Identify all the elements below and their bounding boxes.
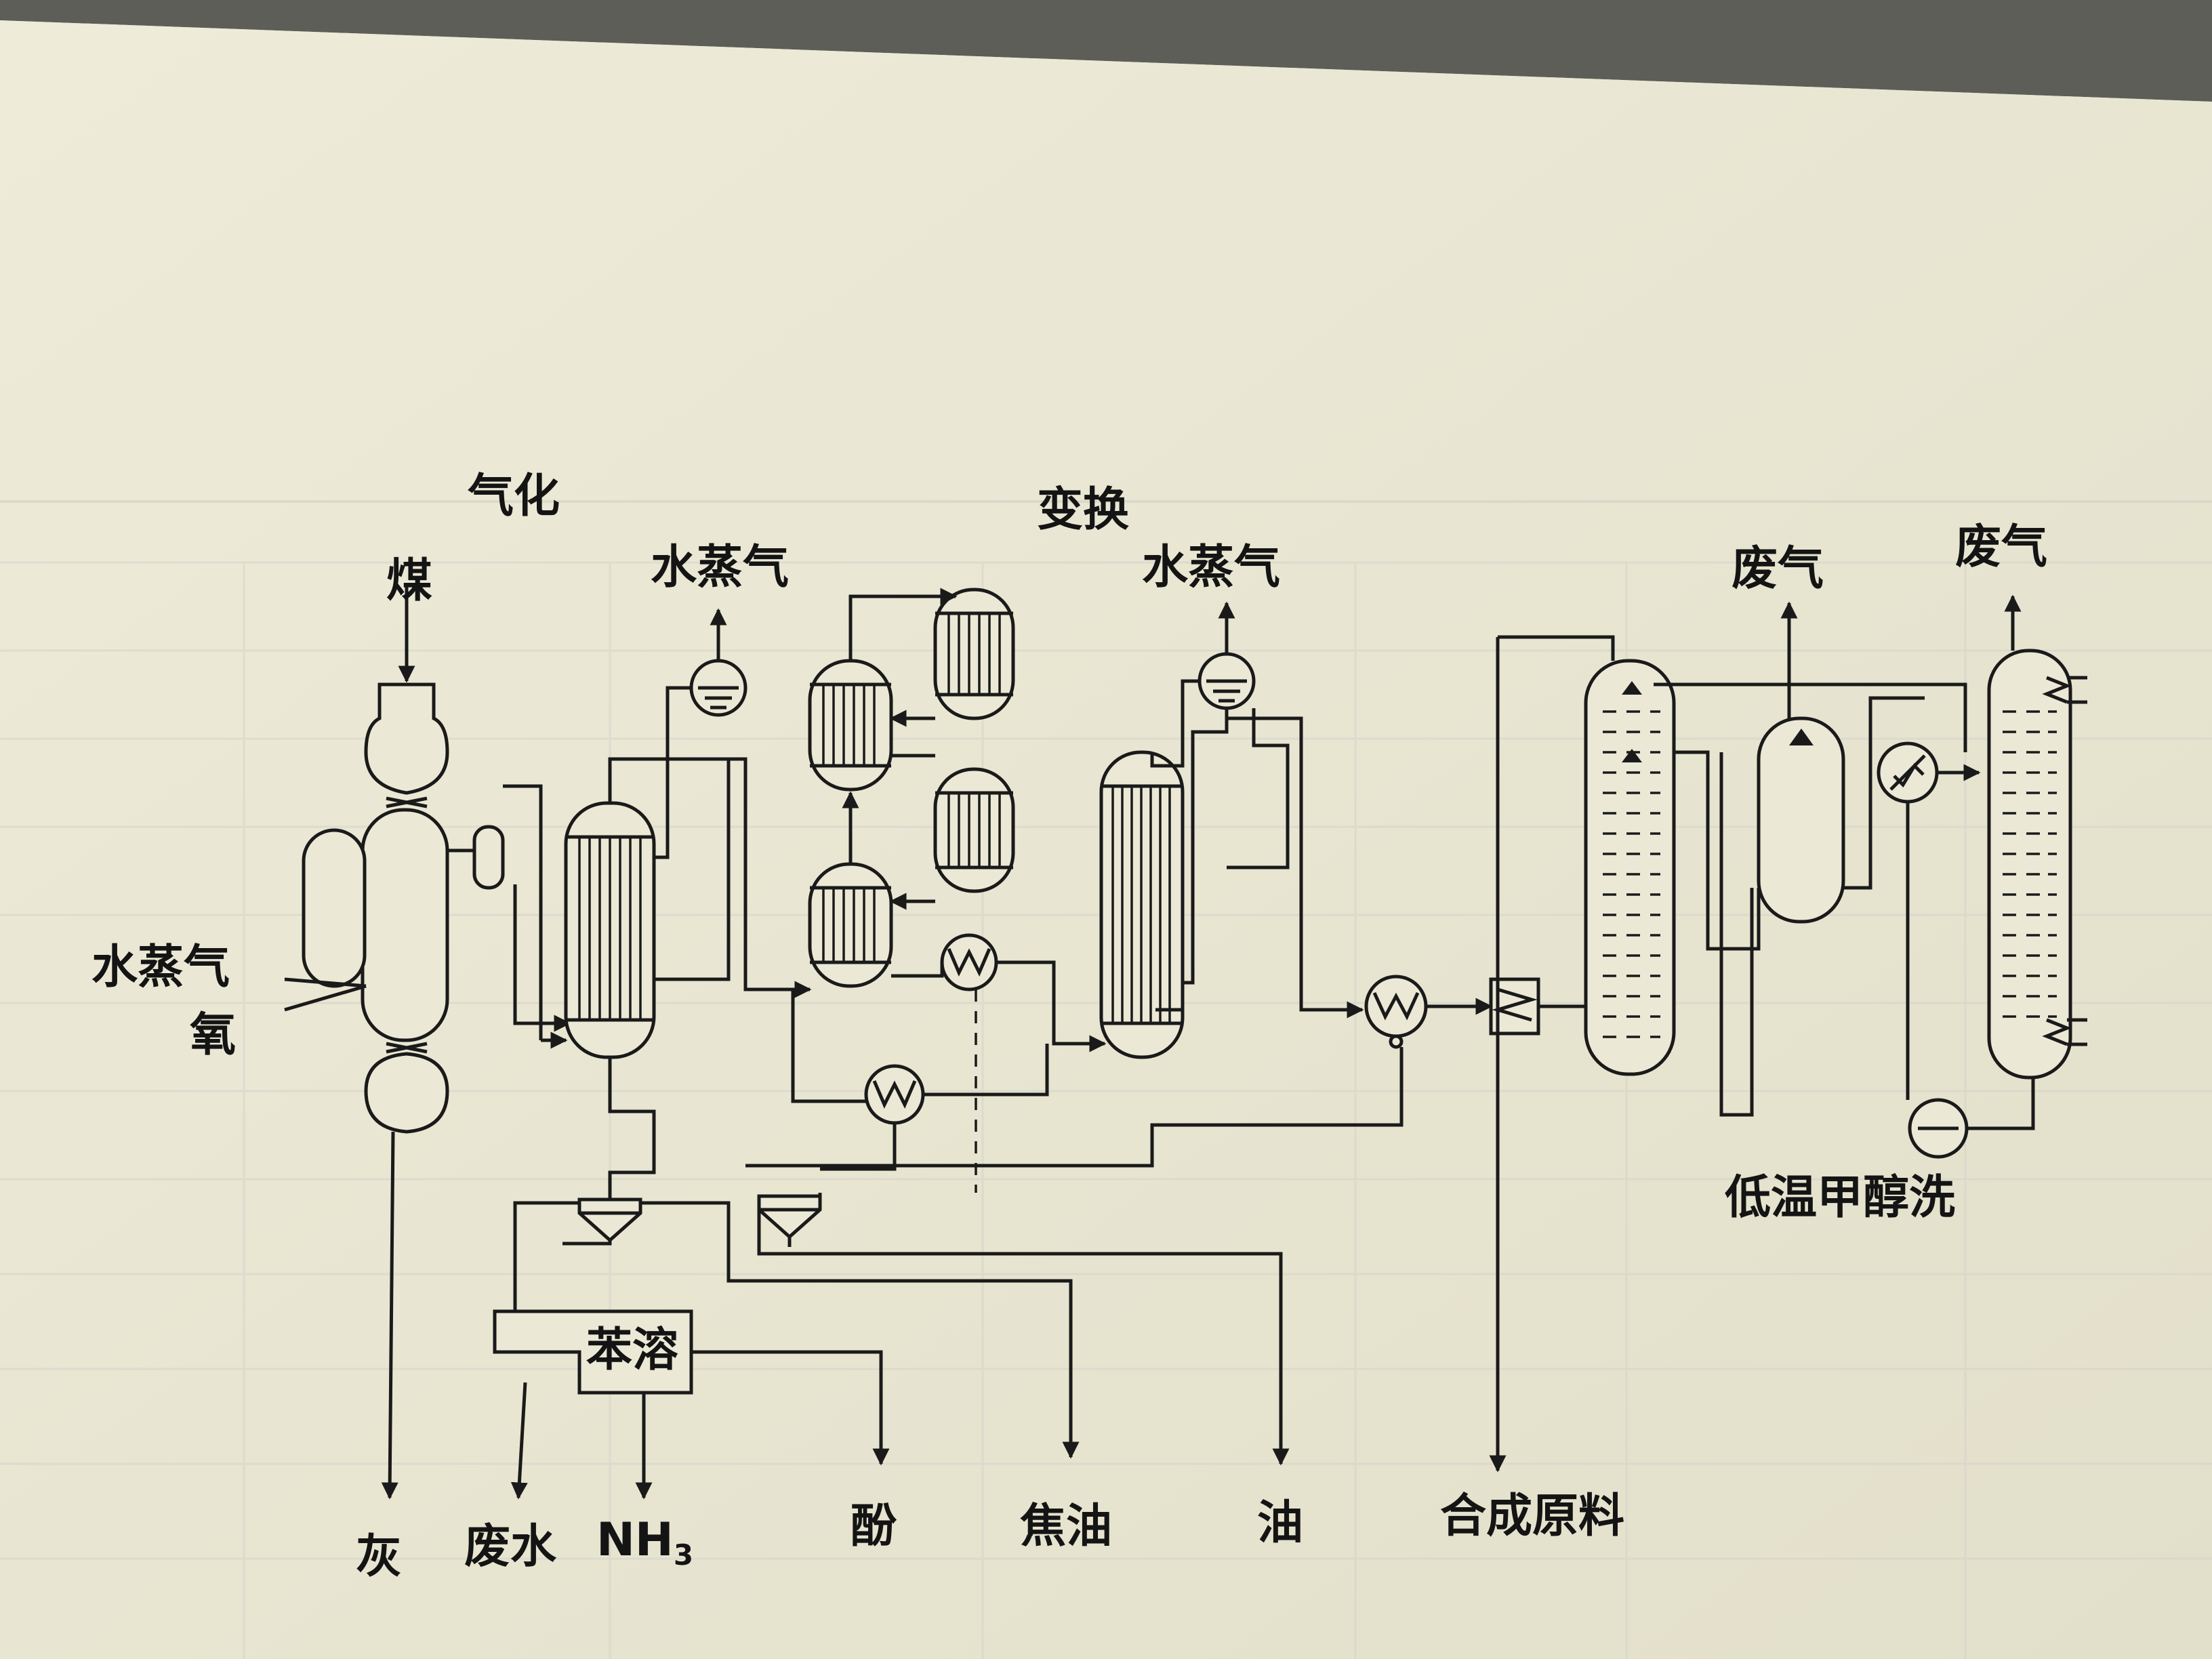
label-benzene-unit: 苯溶 [586, 1324, 678, 1377]
desk-background [0, 0, 2212, 102]
lean-rich-exchanger [1877, 741, 1939, 804]
label-ash: 灰 [356, 1530, 402, 1584]
label-shift: 变换 [1037, 483, 1129, 537]
label-phenol: 酚 [851, 1500, 897, 1553]
tar-separator-1 [577, 1197, 642, 1243]
shift-reactor-1 [808, 659, 893, 792]
label-offgas-1: 废气 [1732, 542, 1824, 596]
label-oxygen: 氧 [190, 1008, 236, 1062]
final-cooler [1364, 975, 1428, 1049]
label-offgas-2: 废气 [1955, 520, 2047, 574]
label-gasification: 气化 [468, 470, 560, 523]
circulation-pump [1908, 1098, 1969, 1159]
gasifier [302, 682, 449, 1134]
shift-reactor-4 [933, 767, 1015, 893]
shift-reactor-3 [933, 588, 1015, 720]
label-coal: 煤 [386, 554, 432, 608]
label-steam-out-2: 水蒸气 [1142, 541, 1280, 594]
label-tar: 焦油 [1020, 1500, 1112, 1553]
waste-heat-boiler-2 [1099, 750, 1185, 1059]
steam-drum-1 [689, 659, 747, 717]
label-oil: 油 [1257, 1496, 1303, 1550]
steam-drum-2 [1197, 652, 1256, 710]
label-syngas: 合成原料 [1440, 1490, 1624, 1543]
cyclone-separator [472, 825, 505, 890]
regenerator-column [1987, 649, 2087, 1080]
benzene-extraction-unit [493, 1309, 693, 1395]
label-rectisol: 低温甲醇洗 [1725, 1171, 1955, 1225]
label-wastewater: 废水 [464, 1520, 557, 1574]
heat-exchanger-shift-2 [864, 1064, 925, 1125]
label-steam-in: 水蒸气 [91, 941, 230, 994]
heat-exchanger-shift-1 [940, 933, 998, 991]
shift-reactor-2 [808, 862, 893, 988]
label-nh3: NH3 [596, 1513, 693, 1572]
flash-drum [1757, 716, 1845, 924]
absorber-column [1584, 659, 1676, 1076]
waste-heat-boiler [564, 801, 656, 1059]
label-steam-out-1: 水蒸气 [651, 541, 789, 594]
